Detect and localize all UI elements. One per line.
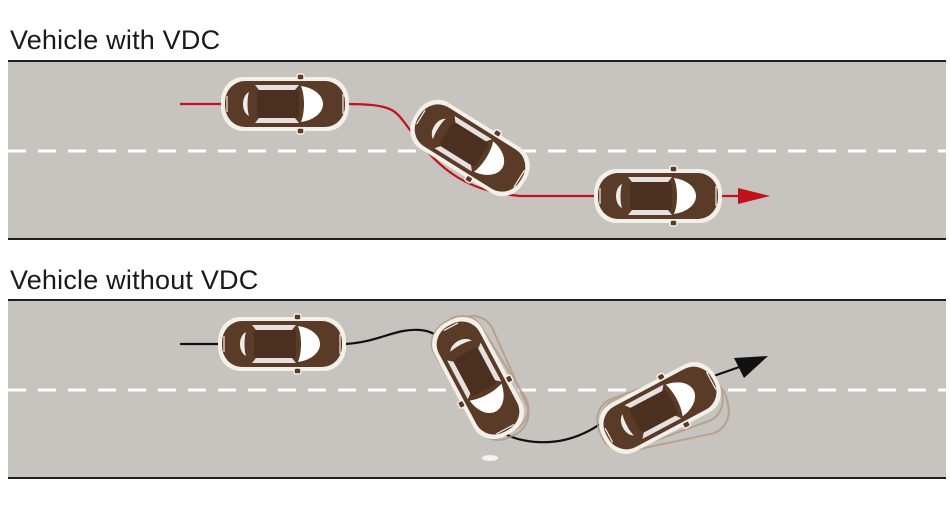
arrow-without-vdc-icon — [734, 356, 768, 378]
car-with-vdc-1 — [220, 73, 350, 135]
car-without-vdc-1 — [217, 313, 347, 375]
car-with-vdc-3 — [593, 165, 723, 227]
without-vdc-label: Vehicle without VDC — [10, 265, 259, 295]
with-vdc-label: Vehicle with VDC — [10, 25, 221, 55]
arrow-with-vdc-icon — [738, 188, 770, 204]
road-with-vdc — [8, 60, 946, 240]
